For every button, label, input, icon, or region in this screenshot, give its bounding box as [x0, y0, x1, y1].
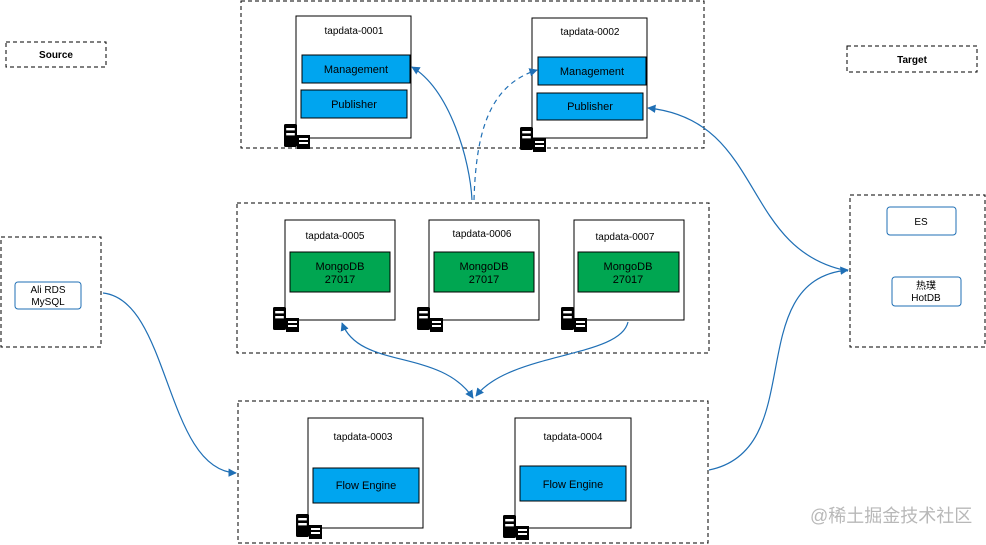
arrow-middle-to-management2 — [473, 68, 538, 201]
node-tapdata-0001: tapdata-0001 Management Publisher — [284, 15, 412, 149]
mongodb-port: 27017 — [469, 274, 500, 286]
mongodb-label: MongoDB — [604, 261, 653, 273]
node-title: tapdata-0006 — [453, 229, 512, 240]
management-service: Management — [324, 64, 388, 76]
arrow-mysql-to-flow — [102, 292, 237, 477]
arrow-middle-to-management1 — [411, 66, 473, 201]
node-tapdata-0006: tapdata-0006 MongoDB 27017 — [417, 219, 540, 332]
watermark: @稀土掘金技术社区 — [810, 506, 972, 526]
target-hotdb: HotDB — [911, 293, 941, 304]
target-group: ES 热璞 HotDB — [849, 194, 986, 348]
mongodb-port: 27017 — [613, 274, 644, 286]
target-label: Target — [897, 55, 927, 66]
bottom-group: tapdata-0003 Flow Engine tapdata-0004 Fl… — [237, 400, 709, 544]
connectors — [102, 66, 849, 477]
node-title: tapdata-0002 — [561, 27, 620, 38]
flow-engine-service: Flow Engine — [336, 480, 397, 492]
source-db-line2: MySQL — [31, 297, 65, 308]
target-label-box: Target — [846, 45, 978, 73]
node-title: tapdata-0001 — [325, 26, 384, 37]
node-title: tapdata-0005 — [306, 231, 365, 242]
source-label-box: Source — [5, 41, 107, 68]
node-tapdata-0002: tapdata-0002 Management Publisher — [520, 17, 648, 152]
management-service: Management — [560, 66, 624, 78]
top-group: tapdata-0001 Management Publisher tapdat… — [240, 0, 705, 152]
flow-engine-service: Flow Engine — [543, 479, 604, 491]
node-title: tapdata-0004 — [544, 432, 603, 443]
mongodb-label: MongoDB — [460, 261, 509, 273]
source-db-line1: Ali RDS — [30, 285, 65, 296]
mongodb-port: 27017 — [325, 274, 356, 286]
mongodb-label: MongoDB — [316, 261, 365, 273]
publisher-service: Publisher — [331, 99, 377, 111]
arrow-target-to-publisher — [647, 104, 849, 272]
node-title: tapdata-0007 — [596, 232, 655, 243]
node-tapdata-0004: tapdata-0004 Flow Engine — [503, 417, 632, 540]
node-title: tapdata-0003 — [334, 432, 393, 443]
target-es: ES — [914, 217, 928, 228]
arrow-flow-to-target — [708, 266, 849, 471]
source-group: Ali RDS MySQL — [0, 236, 102, 348]
source-label: Source — [39, 50, 73, 61]
target-hotdb-cn: 热璞 — [916, 279, 936, 292]
node-tapdata-0005: tapdata-0005 MongoDB 27017 — [273, 219, 396, 332]
arrow-from-mongodb-0007 — [475, 321, 629, 397]
middle-group: tapdata-0005 MongoDB 27017 tapdata-0006 … — [236, 202, 710, 354]
publisher-service: Publisher — [567, 101, 613, 113]
arrow-to-mongodb-0005 — [340, 322, 474, 399]
node-tapdata-0003: tapdata-0003 Flow Engine — [296, 417, 424, 539]
node-tapdata-0007: tapdata-0007 MongoDB 27017 — [561, 219, 685, 332]
